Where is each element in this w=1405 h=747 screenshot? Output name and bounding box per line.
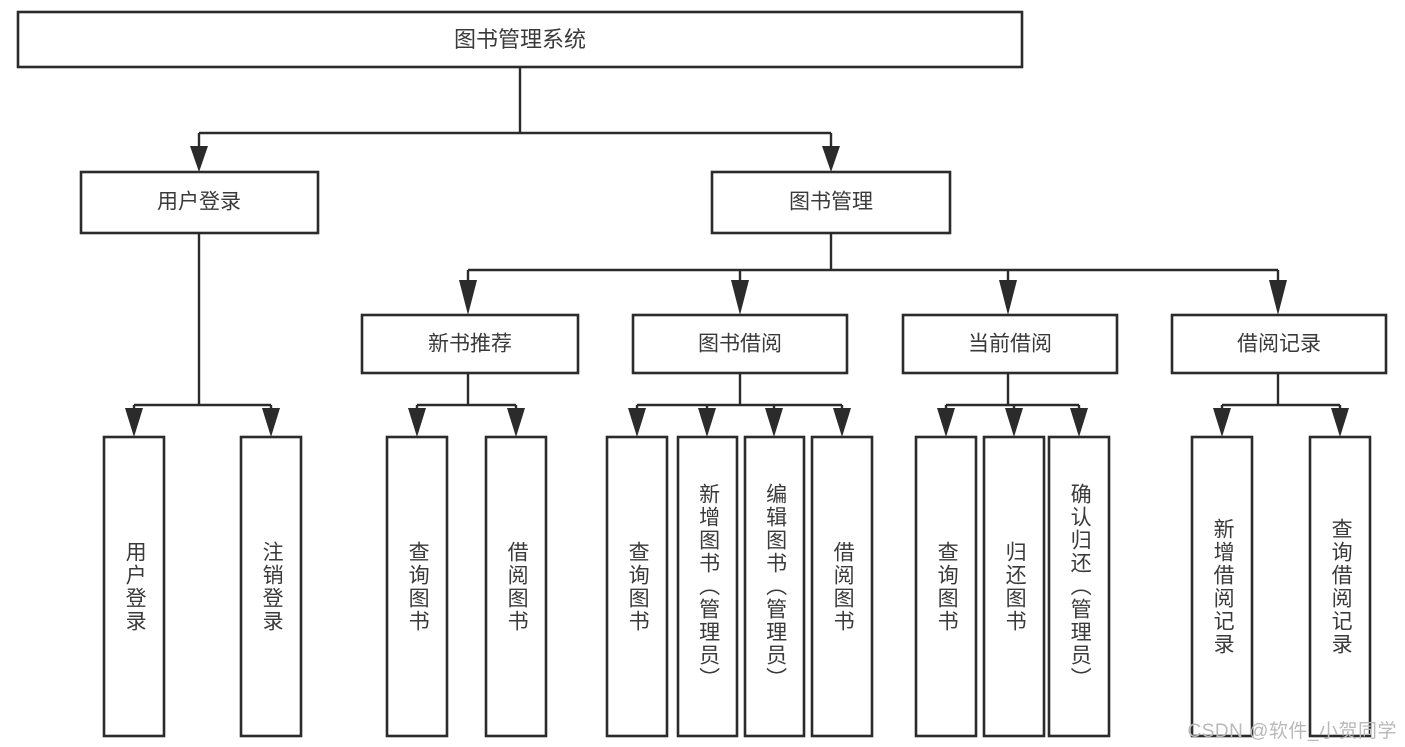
leaf-box-borrow-book-1[interactable] — [484, 435, 548, 738]
node-root[interactable]: 图书管理系统 — [16, 10, 1024, 69]
arrow-head-leaf-query-record — [1331, 408, 1349, 437]
leaf-box-query-book-2[interactable] — [605, 435, 669, 738]
node-book-manage-box[interactable] — [710, 170, 952, 235]
node-current-borrow[interactable]: 当前借阅 — [901, 313, 1119, 375]
node-new-book-recommend-box[interactable] — [360, 313, 580, 375]
node-borrow-record-label: 借阅记录 — [1237, 333, 1321, 356]
leaf-box-add-record[interactable] — [1190, 435, 1254, 738]
node-user-login-box[interactable] — [79, 170, 320, 235]
node-root-label: 图书管理系统 — [454, 27, 586, 52]
node-borrow-record-box[interactable] — [1170, 313, 1388, 375]
arrow-head-leaf-borrow-book-2 — [833, 408, 851, 437]
connectors-root-to-level1 — [190, 67, 840, 172]
leaf-box-borrow-book-2[interactable] — [810, 435, 874, 738]
leaf-boxes-new-book-recommend — [385, 435, 548, 738]
leaf-boxes-book-borrow — [605, 435, 874, 738]
connectors-new-book-to-leaves — [408, 373, 525, 437]
arrow-head-leaf-borrow-book-1 — [507, 408, 525, 437]
node-book-manage[interactable]: 图书管理 — [710, 170, 952, 235]
arrow-head-book-borrow — [731, 280, 749, 315]
arrow-head-leaf-return-book — [1005, 408, 1023, 437]
leaf-box-return-book[interactable] — [982, 435, 1046, 738]
node-current-borrow-box[interactable] — [901, 313, 1119, 375]
node-borrow-record[interactable]: 借阅记录 — [1170, 313, 1388, 375]
node-book-borrow[interactable]: 图书借阅 — [631, 313, 849, 375]
arrow-head-leaf-logout — [262, 408, 280, 437]
leaf-box-add-book[interactable] — [676, 435, 739, 738]
arrow-head-leaf-query-book-3 — [937, 408, 955, 437]
arrow-head-borrow-record — [1269, 280, 1287, 315]
leaf-box-user-login[interactable] — [102, 435, 166, 738]
arrow-head-current-borrow — [999, 280, 1017, 315]
leaf-box-edit-book[interactable] — [743, 435, 806, 738]
node-new-book-recommend-label: 新书推荐 — [428, 333, 512, 356]
leaf-boxes-borrow-record — [1190, 435, 1372, 738]
connectors-book-manage-to-level2 — [459, 233, 1287, 315]
leaf-box-logout[interactable] — [239, 435, 303, 738]
arrow-head-leaf-user-login — [125, 408, 143, 437]
node-book-borrow-label: 图书借阅 — [698, 333, 782, 356]
leaf-box-query-book-3[interactable] — [914, 435, 978, 738]
leaf-box-query-record[interactable] — [1308, 435, 1372, 738]
node-book-borrow-box[interactable] — [631, 313, 849, 375]
arrow-head-leaf-confirm-return — [1070, 408, 1088, 437]
leaf-boxes-current-borrow — [914, 435, 1111, 738]
arrow-head-new-book — [459, 280, 477, 315]
leaf-boxes-user-login — [102, 435, 303, 738]
connectors-borrow-record-to-leaves — [1213, 373, 1349, 437]
arrow-head-leaf-query-book-1 — [408, 408, 426, 437]
node-new-book-recommend[interactable]: 新书推荐 — [360, 313, 580, 375]
node-user-login-label: 用户登录 — [157, 191, 241, 214]
node-current-borrow-label: 当前借阅 — [968, 333, 1052, 356]
arrow-head-leaf-add-book — [698, 408, 716, 437]
connectors-user-login-to-leaves — [125, 233, 280, 437]
leaf-box-confirm-return[interactable] — [1047, 435, 1111, 738]
arrow-head-user-login — [190, 146, 208, 172]
arrow-head-book-manage — [822, 146, 840, 172]
arrow-head-leaf-query-book-2 — [628, 408, 646, 437]
node-user-login[interactable]: 用户登录 — [79, 170, 320, 235]
node-root-box[interactable] — [16, 10, 1024, 69]
leaf-box-query-book-1[interactable] — [385, 435, 449, 738]
arrow-head-leaf-edit-book — [765, 408, 783, 437]
connectors-book-borrow-to-leaves — [628, 373, 851, 437]
node-book-manage-label: 图书管理 — [789, 191, 873, 214]
connectors-current-borrow-to-leaves — [937, 373, 1088, 437]
arrow-head-leaf-add-record — [1213, 408, 1231, 437]
watermark-label: CSDN @软件_小贺同学 — [1187, 721, 1397, 742]
